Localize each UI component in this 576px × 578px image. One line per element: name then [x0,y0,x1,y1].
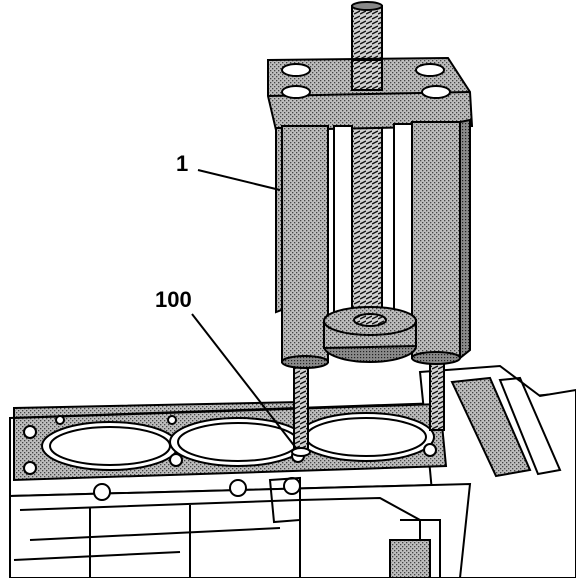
guide-pin-base [291,447,311,457]
cylinder-bore-3 [297,412,435,462]
guide-pins [291,355,445,457]
dowel-bosses [93,476,301,524]
forcing-screw [351,5,383,337]
puller-tool [267,1,474,369]
cylinder-bore-2 [169,417,307,467]
cylinder-bore-1 [41,421,179,471]
leader-line-100 [191,313,297,449]
right-leg [411,121,461,359]
leader-line-1 [197,169,281,191]
leader-lines [191,169,297,449]
head-gasket [13,402,448,482]
callout-label-tool: 1 [176,151,189,176]
left-leg [281,125,329,363]
callout-label-guide: 100 [155,287,192,312]
